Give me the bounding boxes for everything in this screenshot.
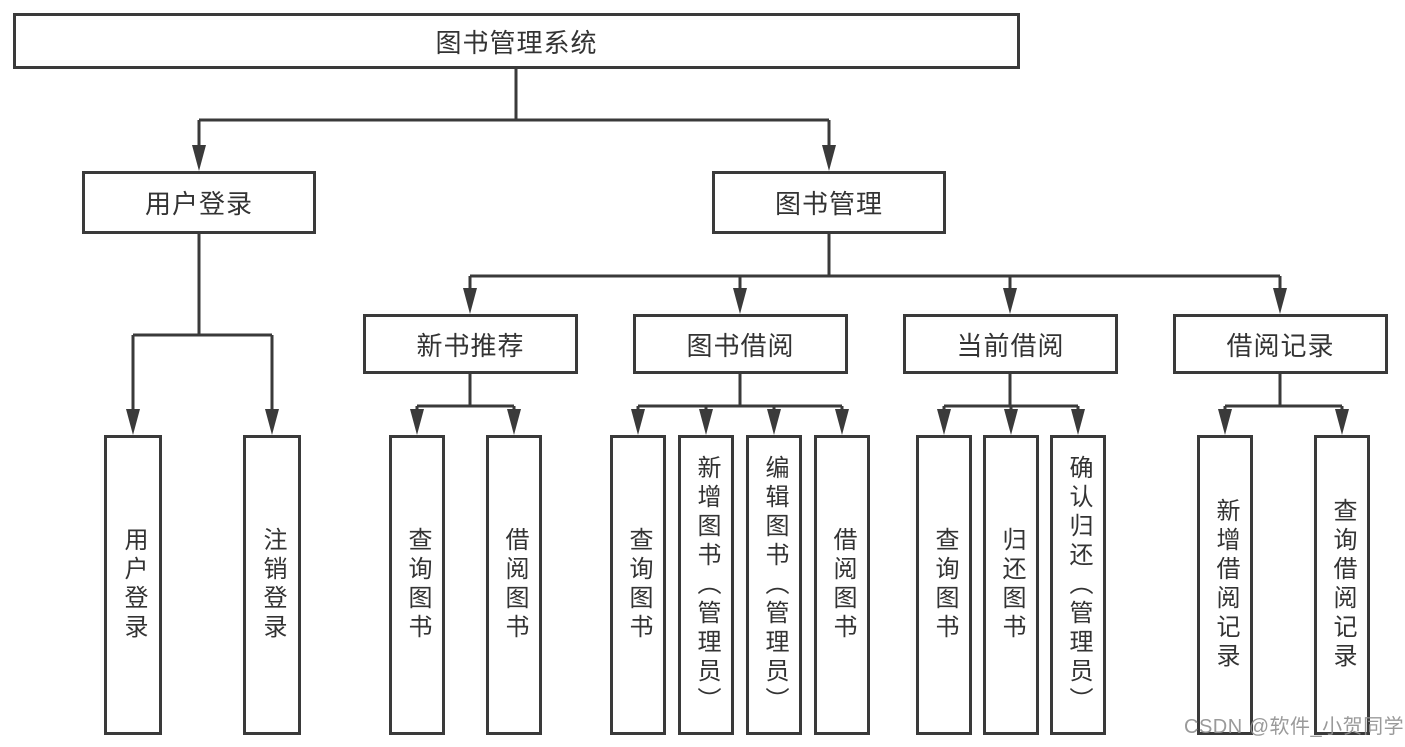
csdn-watermark: CSDN @软件_小贺同学 [1184,716,1405,738]
node-book-management: 图书管理 [712,171,946,234]
node-borrow-records: 借阅记录 [1173,314,1388,374]
connector-book-borrow-to-children [631,374,849,435]
node-library-management-system: 图书管理系统 [13,13,1020,69]
leaf-return-book: 归还图书 [983,435,1039,735]
node-book-borrow: 图书借阅 [633,314,848,374]
connector-new-book-recommend-to-children [410,374,521,435]
leaf-user-login: 用户登录 [104,435,162,735]
connector-current-borrow-to-children [937,374,1085,435]
leaf-query-book-borrow: 查询图书 [610,435,666,735]
leaf-query-book-current: 查询图书 [916,435,972,735]
connector-root-to-branches [192,68,836,171]
node-user-login: 用户登录 [82,171,316,234]
node-new-book-recommend: 新书推荐 [363,314,578,374]
leaf-edit-book-admin: 编辑图书（管理员） [746,435,802,735]
connector-borrow-records-to-children [1218,374,1349,435]
node-current-borrow: 当前借阅 [903,314,1118,374]
leaf-borrow-book: 借阅图书 [814,435,870,735]
leaf-query-book-recommend: 查询图书 [389,435,445,735]
leaf-query-borrow-record: 查询借阅记录 [1314,435,1370,735]
leaf-add-borrow-record: 新增借阅记录 [1197,435,1253,735]
leaf-borrow-book-recommend: 借阅图书 [486,435,542,735]
leaf-confirm-return-admin: 确认归还（管理员） [1050,435,1106,735]
leaf-logout: 注销登录 [243,435,301,735]
leaf-add-book-admin: 新增图书（管理员） [678,435,734,735]
connector-book-management-to-children [463,234,1287,314]
connector-user-login-to-children [126,234,279,435]
